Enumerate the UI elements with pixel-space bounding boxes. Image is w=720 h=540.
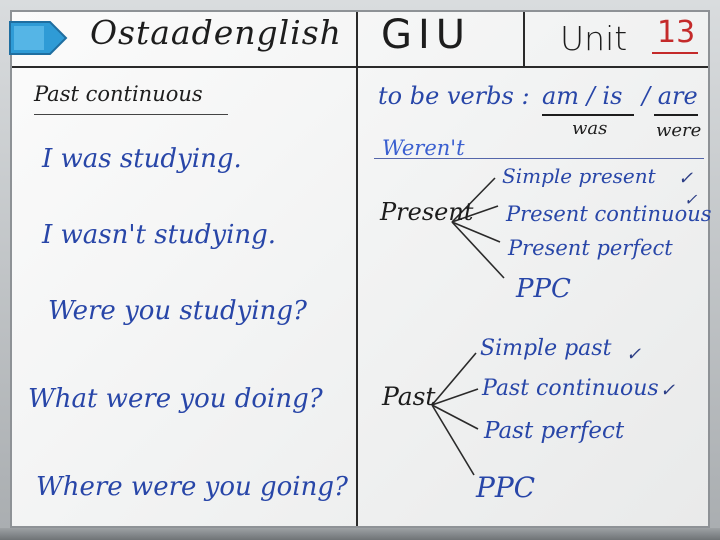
past-tick-1: ✓ <box>626 344 642 365</box>
whiteboard <box>10 10 710 528</box>
course-title: GIU <box>381 12 472 58</box>
be-verbs-divider <box>374 158 704 159</box>
past-item-2: Past continuous <box>482 376 659 401</box>
sentence-4: What were you doing? <box>28 384 323 414</box>
present-item-3: Present perfect <box>508 236 673 260</box>
past-item-3: Past perfect <box>484 418 625 444</box>
sentence-3: Were you studying? <box>48 296 307 326</box>
arrow-tag-icon <box>9 21 68 55</box>
past-label: Past <box>382 382 436 411</box>
be-verbs-label: to be verbs : <box>378 82 530 110</box>
werent: Weren't <box>382 136 465 160</box>
am-is: am / is <box>542 82 623 110</box>
am-is-underline <box>542 114 634 116</box>
present-tick-2: ✓ <box>684 190 698 209</box>
sentence-5: Where were you going? <box>36 472 348 502</box>
present-branches <box>451 177 505 279</box>
past-branches <box>431 352 479 476</box>
unit-number: 13 <box>657 15 696 50</box>
present-tick-1: ✓ <box>678 168 694 189</box>
unit-divider <box>523 12 525 67</box>
present-item-4: PPC <box>516 274 571 304</box>
past-item-1: Simple past <box>480 336 612 361</box>
present-item-2: Present continuous <box>506 202 712 226</box>
unit-label: Unit <box>560 19 628 58</box>
are-underline <box>654 114 698 116</box>
marker-tray <box>0 528 720 540</box>
was: was <box>572 118 608 139</box>
past-item-4: PPC <box>476 471 536 504</box>
sentence-1: I was studying. <box>42 144 242 174</box>
are: / are <box>642 82 698 110</box>
were: were <box>656 120 702 141</box>
past-continuous-heading: Past continuous <box>34 82 203 106</box>
center-divider <box>356 12 358 526</box>
present-item-1: Simple present <box>502 164 656 188</box>
header-divider <box>12 66 708 68</box>
brand-title: Ostaadenglish <box>90 13 342 52</box>
heading-underline <box>34 114 228 115</box>
present-label: Present <box>380 198 474 226</box>
unit-number-underline <box>652 52 698 54</box>
sentence-2: I wasn't studying. <box>42 220 277 250</box>
past-tick-2: ✓ <box>660 380 676 401</box>
